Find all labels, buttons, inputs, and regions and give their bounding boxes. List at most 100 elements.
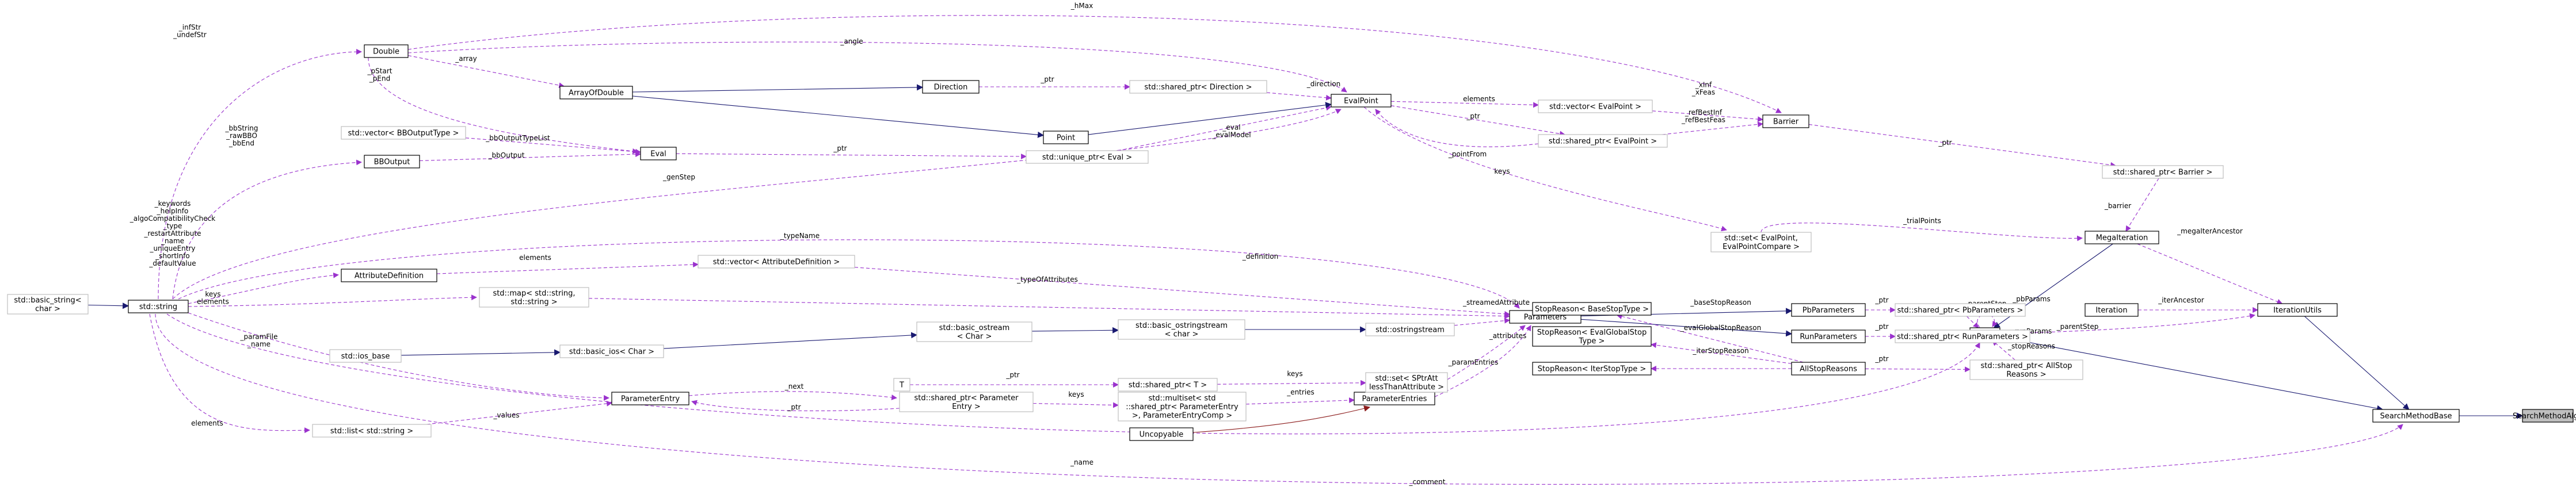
edge-label: _ptr: [1005, 371, 1019, 379]
node-basic-ostringstream[interactable]: std::basic_ostringstream< char >: [1118, 319, 1245, 340]
node-vec-attrdef[interactable]: std::vector< AttributeDefinition >: [698, 255, 855, 269]
node-megaiteration[interactable]: MegaIteration: [2085, 231, 2159, 244]
node-uptr-eval[interactable]: std::unique_ptr< Eval >: [1026, 150, 1149, 164]
edge-label-line: _helpInfo: [157, 207, 189, 215]
node-t[interactable]: T: [893, 378, 910, 392]
node-set-evalpoint[interactable]: std::set< EvalPoint,EvalPointCompare >: [1710, 232, 1812, 252]
node-searchmethodalgo[interactable]: SearchMethodAlgo: [2513, 409, 2576, 423]
node-basic-ios[interactable]: std::basic_ios< Char >: [559, 344, 664, 358]
node-vec-bboutputtype[interactable]: std::vector< BBOutputType >: [341, 126, 466, 140]
edge-label-line: _megaIterAncestor: [2177, 227, 2243, 235]
edge-step-to-searchmethodbase: [1999, 336, 2384, 412]
node-label: std::shared_ptr< T >: [1129, 381, 1207, 390]
edge-string-to-double: [158, 49, 362, 300]
edge-string-to-map-string: [188, 294, 477, 307]
edge-parameterentry-to-sp-parameterentry: [688, 391, 897, 400]
edge-label: _evalGlobalStopReason: [1680, 324, 1761, 332]
edge-step-to-step: [1977, 314, 1998, 328]
node-box: [2085, 231, 2159, 244]
node-evalpoint[interactable]: EvalPoint: [1331, 94, 1392, 108]
edge-label: _refBestInf_refBestFeas: [1681, 109, 1725, 124]
node-string[interactable]: std::string: [128, 300, 189, 313]
edge-string-to-list-string: [149, 313, 310, 434]
node-parameterentries[interactable]: ParameterEntries: [1354, 392, 1435, 405]
edge-string-to-parameterentry: [188, 312, 609, 401]
node-label: IterationUtils: [2273, 307, 2322, 315]
node-box: [1043, 131, 1089, 144]
node-attributedefinition[interactable]: AttributeDefinition: [341, 269, 437, 282]
node-iterationutils[interactable]: IterationUtils: [2257, 303, 2338, 317]
edge-label-line: _eval: [1222, 124, 1240, 132]
node-searchmethodbase[interactable]: SearchMethodBase: [2372, 409, 2460, 423]
node-uncopyable[interactable]: Uncopyable: [1129, 427, 1194, 441]
node-multiset[interactable]: std::multiset< std::shared_ptr< Paramete…: [1118, 392, 1247, 422]
node-label: ::shared_ptr< ParameterEntry: [1126, 403, 1239, 412]
node-box: [1895, 303, 2026, 317]
node-label: std::multiset< std: [1148, 394, 1215, 403]
node-ostringstream[interactable]: std::ostringstream: [1365, 323, 1455, 336]
node-label: T: [899, 381, 904, 390]
node-allstopreasons[interactable]: AllStopReasons: [1791, 362, 1866, 376]
node-point[interactable]: Point: [1043, 131, 1089, 144]
node-label: >, ParameterEntryComp >: [1132, 412, 1232, 420]
edge-label: _baseStopReason: [1690, 298, 1751, 307]
node-parameterentry[interactable]: ParameterEntry: [611, 392, 689, 405]
edge-sp-evalpoint-to-evalpoint: [1375, 109, 1539, 147]
node-label: RunParameters: [1800, 333, 1857, 342]
node-sp-pbparameters[interactable]: std::shared_ptr< PbParameters >: [1895, 303, 2026, 317]
edge-allstopreasons-to-sr-base: [1616, 313, 1804, 363]
edge-sp-t-to-set-sptrattr: [1217, 380, 1366, 386]
node-label: std::map< std::string,: [493, 289, 575, 298]
edge-vec-attrdef-to-parameters: [854, 267, 1510, 317]
node-eval[interactable]: Eval: [640, 147, 677, 160]
node-list-string[interactable]: std::list< std::string >: [312, 424, 432, 438]
node-map-string[interactable]: std::map< std::string,std::string >: [479, 287, 589, 308]
node-barrier[interactable]: Barrier: [1762, 114, 1809, 128]
node-bboutput[interactable]: BBOutput: [364, 155, 420, 168]
edge-megaiteration-to-iterationutils: [2137, 243, 2283, 305]
edge-label: _typeOfAttributes: [1016, 275, 1078, 284]
node-pbparameters[interactable]: PbParameters: [1791, 303, 1866, 317]
node-basic-ostream[interactable]: std::basic_ostream< Char >: [916, 321, 1032, 342]
edge-label-line: _pbParams: [2012, 295, 2051, 303]
node-box: [1532, 302, 1652, 316]
edge-label: _barrier: [2104, 202, 2131, 210]
node-basic-string[interactable]: std::basic_string<char >: [7, 294, 89, 315]
node-box: [2102, 165, 2224, 179]
edge-label-line: _paramEntries: [1448, 358, 1499, 366]
edge-basic-ostream-to-basic-ostringstream: [1031, 327, 1119, 334]
node-sp-barrier[interactable]: std::shared_ptr< Barrier >: [2102, 165, 2224, 179]
edge-label-line: _keywords: [154, 200, 191, 208]
node-vec-evalpoint[interactable]: std::vector< EvalPoint >: [1538, 99, 1653, 113]
edge-double-to-arrayofdouble: [407, 55, 565, 89]
node-label: Uncopyable: [1140, 431, 1184, 439]
edge-label: _angle: [840, 37, 863, 45]
node-iteration[interactable]: Iteration: [2085, 303, 2139, 317]
node-sr-base[interactable]: StopReason< BaseStopType >: [1532, 302, 1652, 316]
edge-label-line: _infStr: [178, 24, 201, 32]
edge-label-line: _ptr: [833, 144, 847, 152]
node-label: lessThanAttribute >: [1369, 383, 1444, 392]
edge-label-line: _pStart: [367, 67, 393, 75]
node-sp-allstopreasons[interactable]: std::shared_ptr< AllStopReasons >: [1969, 359, 2083, 380]
node-sp-parameterentry[interactable]: std::shared_ptr< ParameterEntry >: [899, 392, 1034, 412]
node-ios-base[interactable]: std::ios_base: [329, 349, 402, 363]
edge-string-to-parameters: [178, 239, 1520, 309]
edge-label-line: _bbEnd: [228, 139, 254, 147]
edge-label-line: _array: [455, 55, 477, 63]
node-box: [1538, 99, 1653, 113]
node-sp-t[interactable]: std::shared_ptr< T >: [1118, 378, 1218, 392]
edge-label: _iterStopReason: [1692, 347, 1748, 355]
node-sp-runparameters[interactable]: std::shared_ptr< RunParameters >: [1895, 330, 2030, 343]
edge-multiset-to-parameterentries: [1245, 397, 1355, 405]
node-direction[interactable]: Direction: [922, 80, 980, 94]
node-sp-direction[interactable]: std::shared_ptr< Direction >: [1129, 80, 1267, 94]
node-sr-iter[interactable]: StopReason< IterStopType >: [1532, 362, 1652, 376]
node-double[interactable]: Double: [364, 44, 409, 58]
node-arrayofdouble[interactable]: ArrayOfDouble: [559, 86, 633, 99]
node-runparameters[interactable]: RunParameters: [1791, 330, 1866, 343]
node-sp-evalpoint[interactable]: std::shared_ptr< EvalPoint >: [1538, 134, 1668, 148]
edge-label-line: _undefStr: [173, 31, 207, 39]
